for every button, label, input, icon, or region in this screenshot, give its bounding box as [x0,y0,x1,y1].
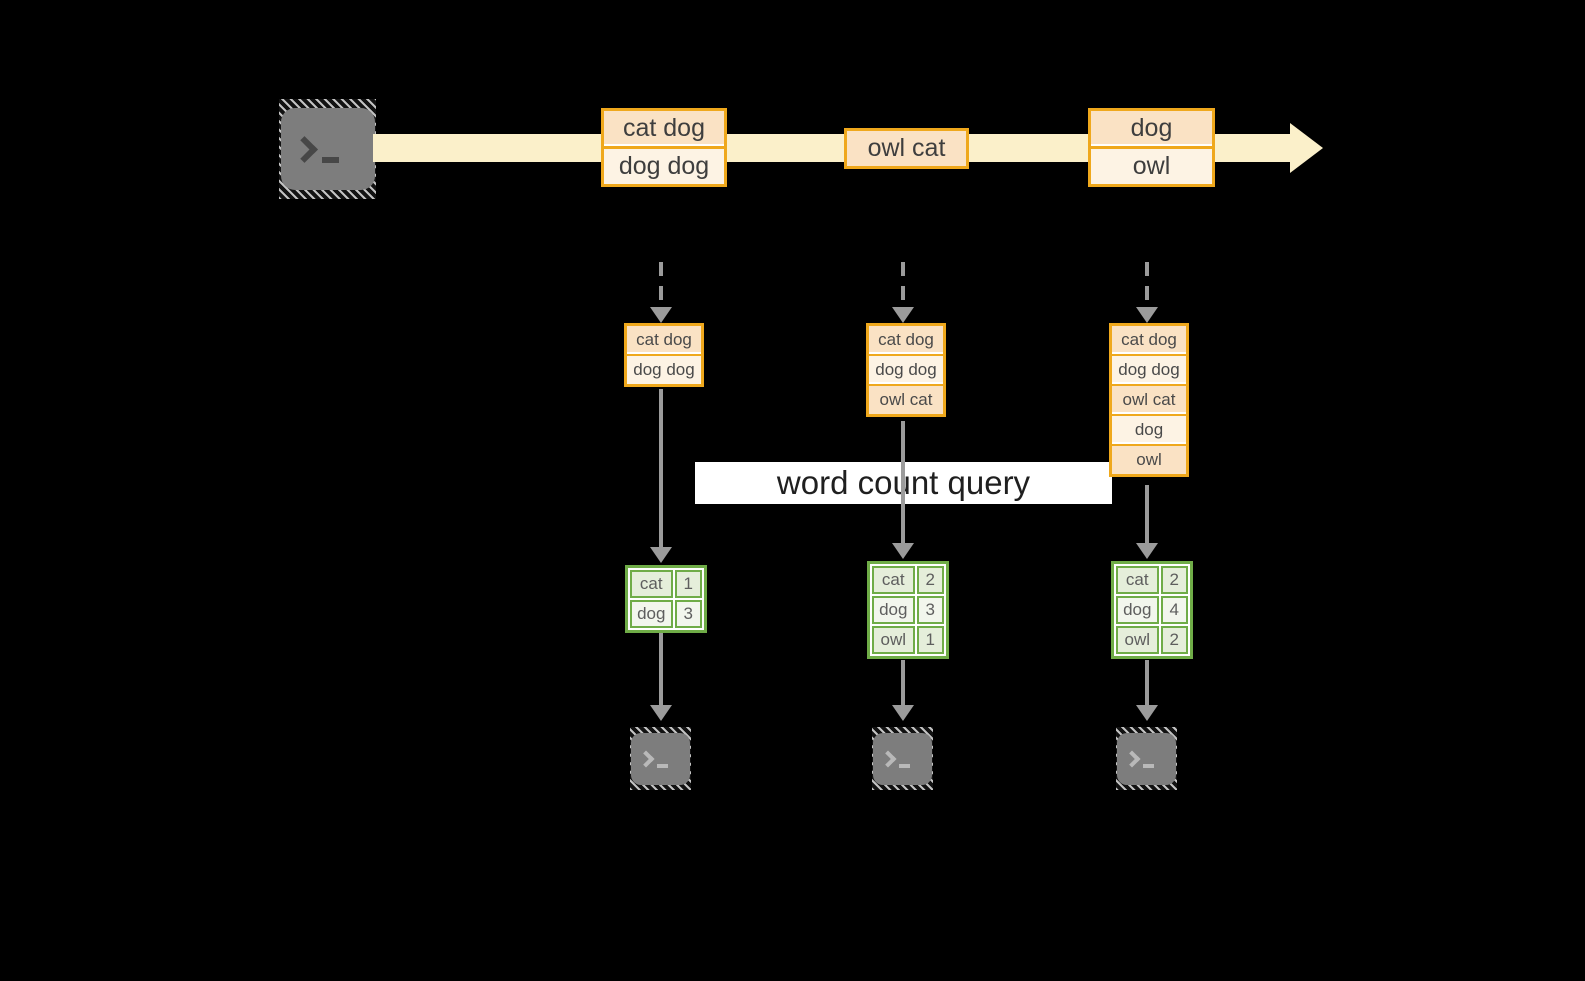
terminal-cursor-icon [899,763,910,768]
source-terminal-icon [279,99,376,199]
word-cell: owl [1116,626,1159,654]
count-cell: 1 [674,570,702,598]
process-arrow-2 [892,421,914,559]
word-cell: owl [872,626,915,654]
dispatch-arrow-2 [892,262,914,323]
event-text: owl cat [847,131,966,166]
terminal-cursor-icon [1143,763,1154,768]
event-text: dog dog [604,146,724,184]
buffer-row: dog dog [869,354,943,384]
event-text: owl [1091,146,1212,184]
process-arrow-1 [650,389,672,563]
count-cell: 2 [1160,566,1188,594]
count-cell: 2 [1160,626,1188,654]
word-cell: cat [630,570,673,598]
event-text: dog [1091,111,1212,146]
count-cell: 4 [1160,596,1188,624]
terminal-cursor-icon [657,763,668,768]
consumer-terminal-icon-3 [1116,727,1177,790]
terminal-prompt-icon [879,750,897,767]
result-arrow-1 [650,631,672,721]
buffer-row: cat dog [627,326,701,354]
word-cell: dog [1116,596,1159,624]
result-arrow-2 [892,660,914,721]
word-cell: dog [872,596,915,624]
event-text: cat dog [604,111,724,146]
word-cell: cat [1116,566,1159,594]
count-table-1: cat 1 dog 3 [625,565,707,633]
buffer-row: dog dog [627,354,701,384]
count-cell: 3 [916,596,944,624]
count-cell: 3 [674,600,702,628]
buffer-row: owl cat [869,384,943,414]
buffer-row: owl [1112,444,1186,474]
buffer-row: owl cat [1112,384,1186,414]
terminal-prompt-icon [290,135,318,163]
word-cell: cat [872,566,915,594]
terminal-cursor-icon [321,157,339,163]
terminal-prompt-icon [1123,750,1141,767]
count-table-3: cat 2 dog 4 owl 2 [1111,561,1193,659]
stream-arrow-head [1290,123,1323,173]
buffer-row: cat dog [869,326,943,354]
stream-event-box-2: owl cat [844,128,969,169]
buffer-row: cat dog [1112,326,1186,354]
terminal-prompt-icon [637,750,655,767]
process-arrow-3 [1136,485,1158,559]
consumer-terminal-icon-1 [630,727,691,790]
count-cell: 1 [916,626,944,654]
word-cell: dog [630,600,673,628]
dispatch-arrow-3 [1136,262,1158,323]
count-cell: 2 [916,566,944,594]
consumer-terminal-icon-2 [872,727,933,790]
dispatch-arrow-1 [650,262,672,323]
result-arrow-3 [1136,660,1158,721]
buffer-row: dog [1112,414,1186,444]
buffer-row: dog dog [1112,354,1186,384]
count-table-2: cat 2 dog 3 owl 1 [867,561,949,659]
